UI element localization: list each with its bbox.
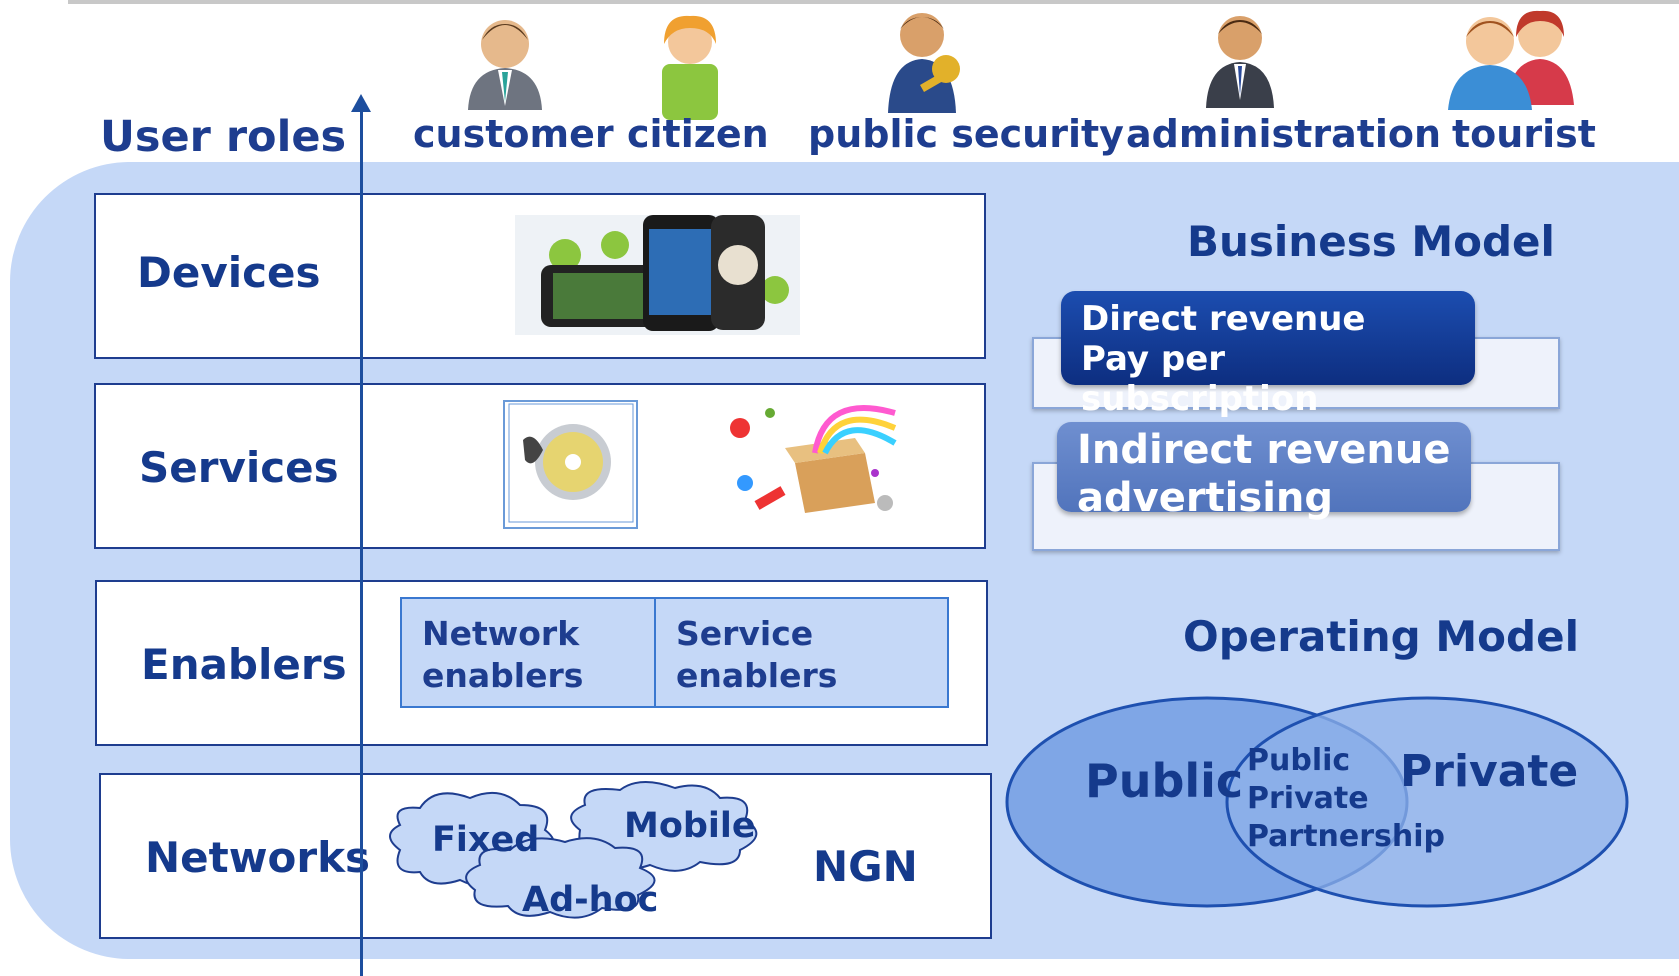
- network-enablers-line1: Network: [422, 614, 580, 653]
- mobile-network-label: Mobile: [624, 806, 756, 846]
- network-clouds: [389, 781, 758, 919]
- network-enablers-line2: enablers: [422, 656, 584, 695]
- role-tourist: tourist: [1452, 112, 1596, 156]
- vertical-axis-line: [360, 100, 363, 976]
- services-label: Services: [139, 443, 339, 492]
- operating-model-title: Operating Model: [1183, 612, 1579, 661]
- businessman-icon: [468, 20, 542, 110]
- adhoc-network-label: Ad-hoc: [522, 880, 659, 920]
- role-public-security: public security: [808, 112, 1124, 156]
- role-administration: administration: [1126, 112, 1442, 156]
- role-citizen: citizen: [627, 112, 769, 156]
- media-cd-image: [503, 400, 638, 529]
- direct-revenue-line1: Direct revenue: [1081, 299, 1366, 339]
- direct-revenue-box: Direct revenue Pay per subscription: [1061, 291, 1475, 419]
- security-officer-icon: [888, 13, 960, 113]
- network-enablers-box: Network enablers: [400, 597, 658, 708]
- networks-label: Networks: [145, 833, 371, 882]
- citizen-icon: [662, 15, 718, 120]
- public-label: Public: [1085, 754, 1244, 808]
- axis-arrowhead-icon: [351, 94, 371, 112]
- business-model-title: Business Model: [1187, 217, 1555, 266]
- role-customer: customer: [413, 112, 614, 156]
- private-ellipse: [1225, 696, 1629, 908]
- private-label: Private: [1400, 746, 1579, 797]
- indirect-revenue-box: Indirect revenue advertising: [1057, 422, 1471, 521]
- operating-model-venn: [1005, 696, 1629, 908]
- tourist-couple-icon: [1448, 10, 1574, 110]
- service-enablers-box: Service enablers: [654, 597, 949, 708]
- ppp-line3: Partnership: [1247, 819, 1446, 854]
- devices-label: Devices: [137, 248, 321, 297]
- ppp-label: Public Private Partnership: [1247, 742, 1445, 856]
- indirect-revenue-line2: advertising: [1077, 475, 1334, 521]
- administrator-icon: [1206, 16, 1274, 108]
- enablers-label: Enablers: [141, 640, 347, 689]
- ppp-line1: Public: [1247, 743, 1351, 778]
- adhoc-cloud: [465, 837, 656, 919]
- top-divider-line: [68, 0, 1679, 4]
- service-enablers-line1: Service: [676, 614, 814, 653]
- ppp-line2: Private: [1247, 781, 1369, 816]
- user-roles-label: User roles: [100, 112, 347, 162]
- fixed-network-label: Fixed: [432, 820, 540, 860]
- direct-revenue-line2: Pay per subscription: [1081, 339, 1319, 419]
- ngn-label: NGN: [813, 842, 918, 891]
- service-enablers-line2: enablers: [676, 656, 838, 695]
- mobile-devices-image: [515, 215, 800, 335]
- indirect-revenue-line1: Indirect revenue: [1077, 427, 1451, 473]
- multimedia-box-image: [730, 405, 897, 513]
